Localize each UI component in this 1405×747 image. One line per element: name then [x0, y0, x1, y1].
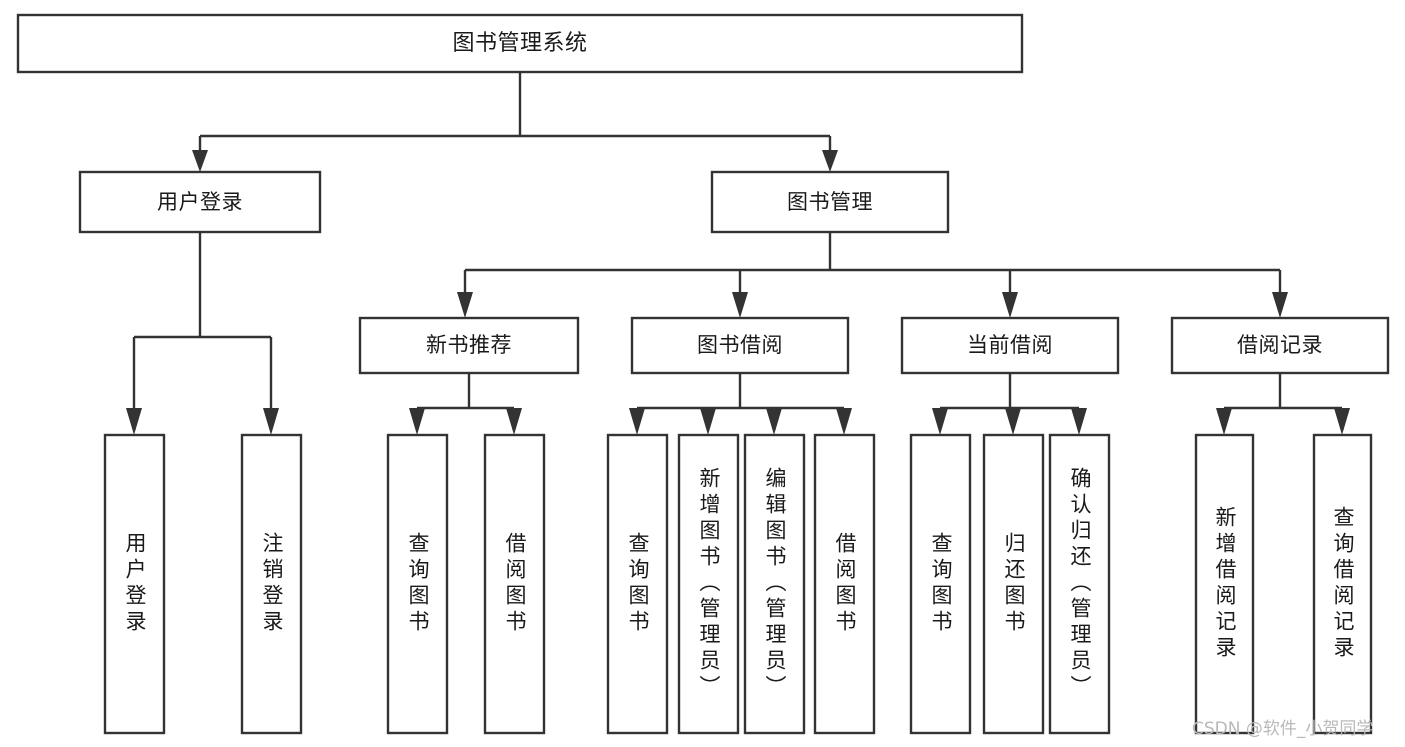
arrowhead-current-borrow — [1002, 292, 1018, 318]
leaf-box-query-record[interactable] — [1312, 433, 1373, 735]
leaf-label-user-login: 用户登录 — [123, 532, 147, 636]
leaf-box-return-book[interactable] — [982, 433, 1045, 735]
leaf-label-borrow-book-2: 借阅图书 — [833, 532, 857, 636]
leaf-label-borrow-book-1: 借阅图书 — [503, 532, 527, 636]
label-root: 图书管理系统 — [452, 30, 588, 56]
arrowhead-nb-l2 — [506, 408, 522, 435]
leaf-label-edit-book: 编辑图书（管理员） — [763, 467, 787, 701]
leaf-box-query-book-1[interactable] — [386, 433, 449, 735]
leaf-label-logout: 注销登录 — [260, 532, 284, 636]
arrowhead-ul-l1 — [126, 408, 142, 435]
csdn-watermark: CSDN @软件_小贺同学 — [1192, 719, 1374, 739]
leaf-box-query-book-2[interactable] — [606, 433, 669, 735]
arrowhead-cb-l2 — [1005, 408, 1021, 435]
arrowhead-bb-l4 — [836, 408, 852, 435]
leaf-label-add-book: 新增图书（管理员） — [697, 467, 721, 701]
leaf-box-borrow-book-1[interactable] — [483, 433, 546, 735]
label-current-borrow: 当前借阅 — [967, 333, 1053, 357]
label-new-book: 新书推荐 — [426, 333, 512, 357]
arrowhead-borrow-record — [1272, 292, 1288, 318]
leaf-box-confirm-return[interactable] — [1048, 433, 1111, 735]
arrowhead-bb-l1 — [629, 408, 645, 435]
leaf-box-edit-book[interactable] — [743, 433, 806, 735]
arrowhead-br-l2 — [1334, 408, 1350, 435]
leaf-box-user-login[interactable] — [103, 433, 166, 735]
arrowhead-bb-l3 — [766, 408, 782, 435]
arrowhead-ul-l2 — [263, 408, 279, 435]
arrowhead-book-borrow — [732, 292, 748, 318]
arrowhead-br-l1 — [1216, 408, 1232, 435]
leaf-box-borrow-book-2[interactable] — [813, 433, 876, 735]
leaf-box-logout[interactable] — [240, 433, 303, 735]
arrowhead-cb-l1 — [932, 408, 948, 435]
arrowhead-bb-l2 — [700, 408, 716, 435]
leaf-box-add-book[interactable] — [677, 433, 740, 735]
leaf-label-confirm-return: 确认归还（管理员） — [1068, 467, 1092, 701]
node-box-user-login[interactable] — [78, 170, 322, 234]
leaf-label-return-book: 归还图书 — [1002, 532, 1026, 636]
leaf-box-query-book-3[interactable] — [909, 433, 972, 735]
node-box-root[interactable] — [16, 13, 1024, 74]
leaf-label-query-record: 查询借阅记录 — [1331, 506, 1355, 662]
leaf-box-add-record[interactable] — [1194, 433, 1255, 735]
label-user-login: 用户登录 — [157, 189, 243, 214]
leaf-label-query-book-1: 查询图书 — [406, 532, 430, 636]
arrowhead-book-manage — [822, 150, 838, 172]
arrowhead-user-login — [192, 150, 208, 172]
leaf-label-query-book-3: 查询图书 — [929, 532, 953, 636]
label-borrow-record: 借阅记录 — [1237, 333, 1323, 357]
label-book-manage: 图书管理 — [787, 189, 873, 214]
leaf-label-add-record: 新增借阅记录 — [1213, 506, 1237, 662]
node-box-current-borrow[interactable] — [900, 316, 1120, 375]
arrowhead-cb-l3 — [1071, 408, 1087, 435]
label-book-borrow: 图书借阅 — [697, 333, 783, 357]
arrowhead-nb-l1 — [409, 408, 425, 435]
leaf-label-query-book-2: 查询图书 — [626, 532, 650, 636]
node-box-new-book[interactable] — [358, 316, 580, 375]
arrowhead-new-book — [457, 292, 473, 318]
